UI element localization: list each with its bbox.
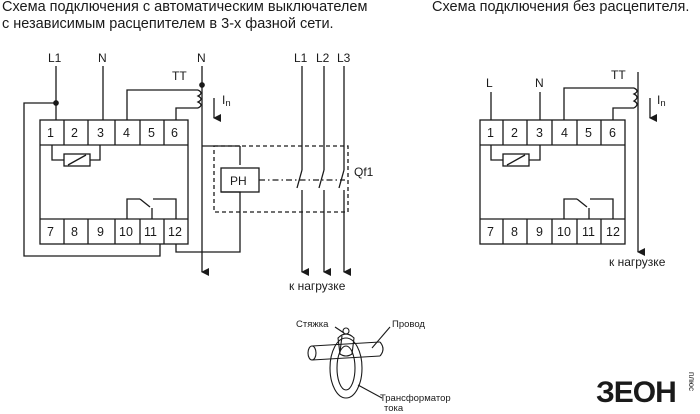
current-transformer-ring — [329, 337, 363, 399]
right-terminal-1: 1 — [487, 126, 494, 140]
right-terminal-9: 9 — [536, 225, 543, 239]
zeon-logo: ЗЕОН плюс — [596, 372, 696, 409]
right-title: Схема подключения без расцепителя. — [432, 0, 690, 15]
wire-label: Провод — [392, 319, 425, 330]
left-label-current: In — [222, 93, 231, 109]
left-terminal-10: 10 — [119, 225, 133, 239]
logo-text: ЗЕОН — [596, 376, 676, 409]
left-relay-coil — [63, 153, 91, 167]
left-terminal-1: 1 — [47, 126, 54, 140]
left-label-tt: TT — [172, 69, 187, 83]
right-terminal-4: 4 — [561, 126, 568, 140]
right-terminal-3: 3 — [536, 126, 543, 140]
right-terminal-6: 6 — [609, 126, 616, 140]
right-diagram — [479, 72, 657, 256]
left-terminal-7: 7 — [47, 225, 54, 239]
left-terminal-5: 5 — [148, 126, 155, 140]
left-title-line2: с независимым расцепителем в 3-х фазной … — [2, 16, 334, 32]
right-load-label: к нагрузке — [609, 255, 666, 269]
left-terminal-9: 9 — [97, 225, 104, 239]
tie-label: Стяжка — [296, 319, 329, 330]
left-label-phase-l3: L3 — [337, 51, 351, 65]
right-terminal-2: 2 — [511, 126, 518, 140]
left-terminal-numbers: 1 2 3 4 5 6 7 8 9 10 11 12 — [47, 126, 182, 239]
left-terminal-8: 8 — [71, 225, 78, 239]
left-terminal-3: 3 — [97, 126, 104, 140]
left-diagram — [23, 66, 351, 276]
right-terminal-12: 12 — [606, 225, 620, 239]
left-title: Схема подключения с автоматическим выклю… — [2, 0, 367, 33]
left-load-label: к нагрузке — [289, 279, 346, 293]
left-label-phase-l2: L2 — [316, 51, 330, 65]
left-title-line1: Схема подключения с автоматическим выклю… — [2, 0, 368, 15]
right-terminal-11: 11 — [582, 225, 595, 239]
right-label-current: In — [657, 93, 666, 109]
left-label-n: N — [98, 51, 107, 65]
right-label-l: L — [486, 76, 493, 90]
right-terminal-8: 8 — [511, 225, 518, 239]
transformer-sketch — [307, 326, 391, 399]
left-relay-body — [39, 119, 189, 245]
left-label-phase-l1: L1 — [294, 51, 308, 65]
right-terminal-7: 7 — [487, 225, 494, 239]
left-breaker-label: Qf1 — [354, 165, 374, 179]
right-label-n: N — [535, 76, 544, 90]
right-terminal-5: 5 — [585, 126, 592, 140]
left-breaker-enclosure — [213, 145, 349, 213]
left-terminal-2: 2 — [71, 126, 78, 140]
left-release-label: РН — [230, 174, 247, 188]
wire-end — [307, 345, 317, 361]
logo-subtext: плюс — [687, 372, 696, 391]
right-terminal-numbers: 1 2 3 4 5 6 7 8 9 10 11 12 — [487, 126, 620, 239]
right-relay-coil — [502, 153, 530, 167]
right-label-tt: TT — [611, 68, 626, 82]
left-terminal-4: 4 — [123, 126, 130, 140]
transformer-label-line1: Трансформатор — [380, 393, 451, 404]
left-terminal-12: 12 — [168, 225, 182, 239]
right-terminal-10: 10 — [557, 225, 571, 239]
transformer-label-line2: тока — [384, 403, 404, 414]
left-label-l1: L1 — [48, 51, 62, 65]
left-terminal-6: 6 — [171, 126, 178, 140]
left-terminal-11: 11 — [144, 225, 157, 239]
left-label-tt-n: N — [197, 51, 206, 65]
